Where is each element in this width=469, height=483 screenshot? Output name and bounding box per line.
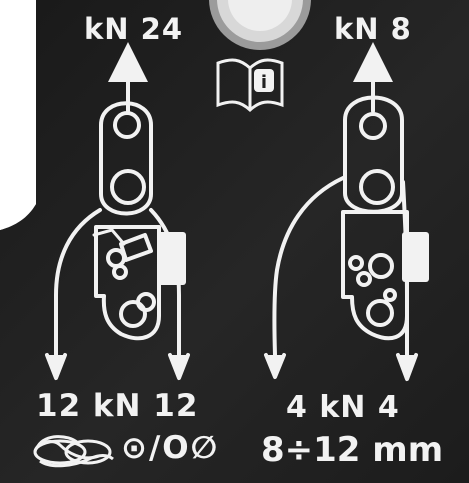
top-left-load-label: kN 24 — [84, 12, 184, 46]
rope-diameter-range: 8÷12 mm — [261, 430, 444, 470]
bottom-left-load-label: 12 kN 12 — [36, 388, 199, 424]
left-pulley-device-icon — [45, 42, 190, 380]
svg-text:i: i — [261, 72, 267, 93]
instruction-manual-icon: i — [216, 58, 284, 113]
top-right-load-label: kN 8 — [334, 12, 412, 46]
rope-type-symbols: ⊙/O∅ — [121, 430, 220, 466]
rope-coil-icon — [33, 435, 114, 468]
right-pulley-device-icon — [264, 42, 429, 381]
bottom-right-load-label: 4 kN 4 — [286, 390, 400, 425]
